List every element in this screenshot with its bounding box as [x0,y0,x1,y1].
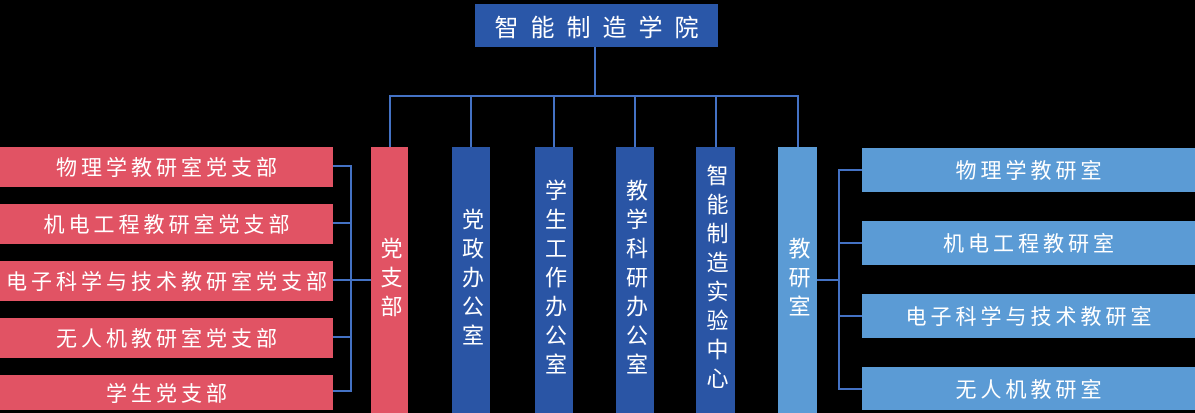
dept-column-4: 智能制造实验中心 [696,147,735,413]
dept-column-3: 教学科研办公室 [616,147,654,413]
connector-drop-dept-3 [634,95,636,147]
party-branch-item-2-label: 机电工程教研室党支部 [43,214,294,237]
dept-column-3-label: 教学科研办公室 [623,178,648,382]
party-branch-item-1: 物理学教研室党支部 [0,147,333,187]
teaching-office-item-4: 无人机教研室 [862,367,1195,410]
teaching-office-column-label: 教研室 [785,236,811,324]
connector-left-stub-3 [333,279,352,281]
party-branch-item-4: 无人机教研室党支部 [0,318,333,358]
teaching-office-item-3-label: 电子科学与技术教研室 [905,306,1156,329]
teaching-office-item-1-label: 物理学教研室 [955,160,1106,183]
connector-drop-dept-4 [715,95,717,147]
connector-drop-dept-1 [470,95,472,147]
party-branch-item-2: 机电工程教研室党支部 [0,204,333,244]
root-node: 智能制造学院 [475,4,718,47]
connector-right-from-column [817,279,839,281]
connector-top-horizontal [389,95,799,97]
teaching-office-item-3: 电子科学与技术教研室 [862,294,1195,338]
connector-drop-party-branch [389,95,391,147]
party-branch-column-label: 党支部 [377,236,403,324]
party-branch-item-5-label: 学生党支部 [106,382,231,406]
dept-column-2-label: 学生工作办公室 [542,178,567,382]
party-branch-item-5: 学生党支部 [0,375,333,410]
teaching-office-item-4-label: 无人机教研室 [955,378,1106,402]
root-node-label: 智能制造学院 [494,15,711,42]
connector-right-stub-1 [838,169,862,171]
connector-left-to-column [350,279,371,281]
dept-column-1: 党政办公室 [452,147,490,413]
party-branch-item-3-label: 电子科学与技术教研室党支部 [6,271,331,294]
teaching-office-item-1: 物理学教研室 [862,148,1195,192]
connector-right-stub-3 [838,315,862,317]
dept-column-2: 学生工作办公室 [535,147,573,413]
teaching-office-item-2-label: 机电工程教研室 [943,233,1118,256]
connector-right-stub-4 [838,388,862,390]
dept-column-4-label: 智能制造实验中心 [703,164,729,396]
connector-left-bracket-vertical [350,165,352,392]
teaching-office-column: 教研室 [778,147,817,413]
connector-drop-teaching-office [797,95,799,147]
party-branch-item-4-label: 无人机教研室党支部 [56,328,281,351]
party-branch-item-3: 电子科学与技术教研室党支部 [0,261,333,301]
party-branch-column: 党支部 [371,147,408,413]
connector-left-stub-1 [333,165,352,167]
connector-left-stub-5 [333,390,352,392]
connector-left-stub-4 [333,336,352,338]
teaching-office-item-2: 机电工程教研室 [862,221,1195,265]
connector-root-vertical [594,47,596,95]
dept-column-1-label: 党政办公室 [459,207,484,353]
connector-right-stub-2 [838,242,862,244]
connector-drop-dept-2 [553,95,555,147]
connector-right-bracket-vertical [838,169,840,390]
connector-left-stub-2 [333,222,352,224]
party-branch-item-1-label: 物理学教研室党支部 [56,157,281,180]
